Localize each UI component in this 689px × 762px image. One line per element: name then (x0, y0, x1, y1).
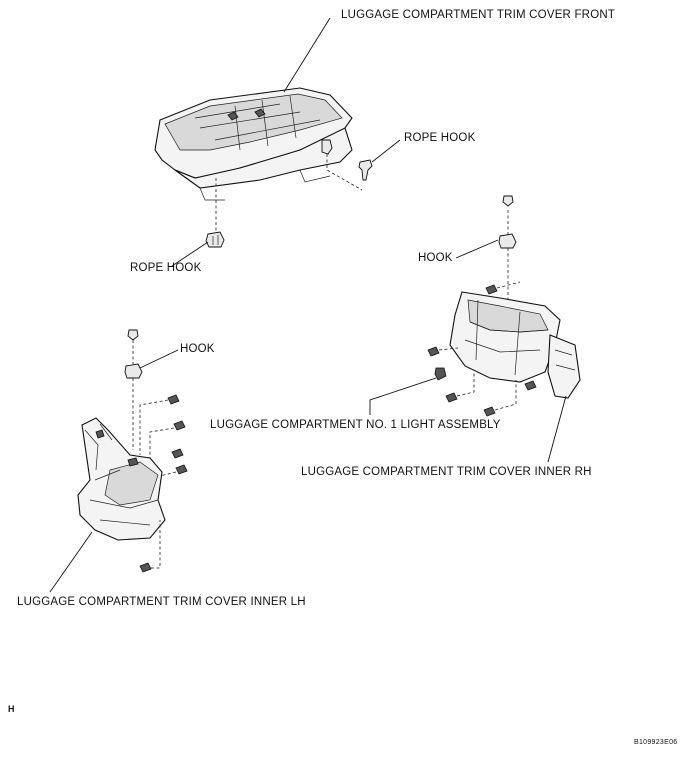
label-light-assembly: LUGGAGE COMPARTMENT NO. 1 LIGHT ASSEMBLY (210, 419, 501, 431)
leader-trim-cover-front (283, 17, 331, 93)
rh-hook-part (498, 195, 517, 300)
label-trim-cover-inner-lh: LUGGAGE COMPARTMENT TRIM COVER INNER LH (17, 596, 306, 608)
leader-light-assembly (369, 377, 437, 415)
trim-cover-front-part (154, 87, 353, 201)
rope-hook-left-part (205, 178, 225, 248)
trim-cover-inner-lh-part (77, 417, 166, 541)
leader-rope-hook-left (171, 241, 209, 267)
leader-hook-right (455, 239, 499, 259)
lh-clips (139, 394, 188, 573)
label-trim-cover-inner-rh: LUGGAGE COMPARTMENT TRIM COVER INNER RH (301, 466, 592, 478)
trim-cover-inner-rh-part (449, 291, 581, 399)
front-cover-clip (321, 139, 363, 191)
rope-hook-right-part (358, 159, 373, 181)
rh-clips (427, 281, 537, 417)
label-trim-cover-front: LUGGAGE COMPARTMENT TRIM COVER FRONT (341, 9, 616, 21)
lh-hook-part (124, 329, 143, 450)
leader-rope-hook-right (371, 139, 401, 163)
figure-code: B109923E06 (634, 739, 678, 746)
label-hook-right: HOOK (418, 252, 453, 264)
leader-hook-left (139, 349, 179, 369)
label-hook-left: HOOK (180, 343, 215, 355)
label-rope-hook-left: ROPE HOOK (130, 262, 202, 274)
label-rope-hook-right: ROPE HOOK (404, 132, 476, 144)
leader-trim-cover-inner-lh (49, 531, 93, 593)
leader-trim-cover-inner-rh (547, 395, 567, 463)
corner-mark: H (8, 704, 15, 714)
